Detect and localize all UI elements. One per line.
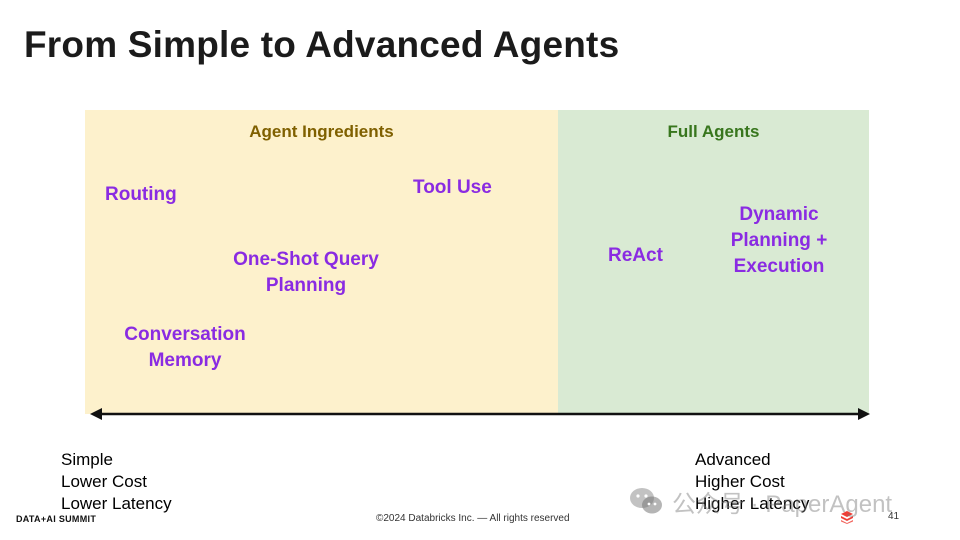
watermark: 公众号 · PaperAgent [628,484,892,518]
item-dynamic-planning-execution: Dynamic Planning + Execution [730,204,828,277]
watermark-text: 公众号 · PaperAgent [672,490,893,518]
agent-ingredients-panel [85,110,558,414]
databricks-logo-icon [841,511,853,524]
complexity-axis-arrow [90,408,870,420]
item-one-shot-query-planning: One-Shot Query Planning [233,249,379,296]
page-number: 41 [888,511,900,522]
axis-left-caption: Simple Lower Cost Lower Latency [61,450,172,513]
full-agents-panel [558,110,869,414]
full-agents-heading: Full Agents [667,122,760,141]
slide-title: From Simple to Advanced Agents [24,24,620,65]
item-tool-use: Tool Use [413,177,492,198]
wechat-icon [630,488,662,514]
footer-brand: DATA+AI SUMMIT [16,514,97,524]
item-conversation-memory: Conversation Memory [124,324,246,371]
item-react: ReAct [608,245,663,266]
footer-copyright: ©2024 Databricks Inc. — All rights reser… [376,513,570,524]
agent-ingredients-heading: Agent Ingredients [249,122,394,141]
axis-right-caption: Advanced Higher Cost Higher Latency [695,450,810,513]
item-routing: Routing [105,184,177,205]
